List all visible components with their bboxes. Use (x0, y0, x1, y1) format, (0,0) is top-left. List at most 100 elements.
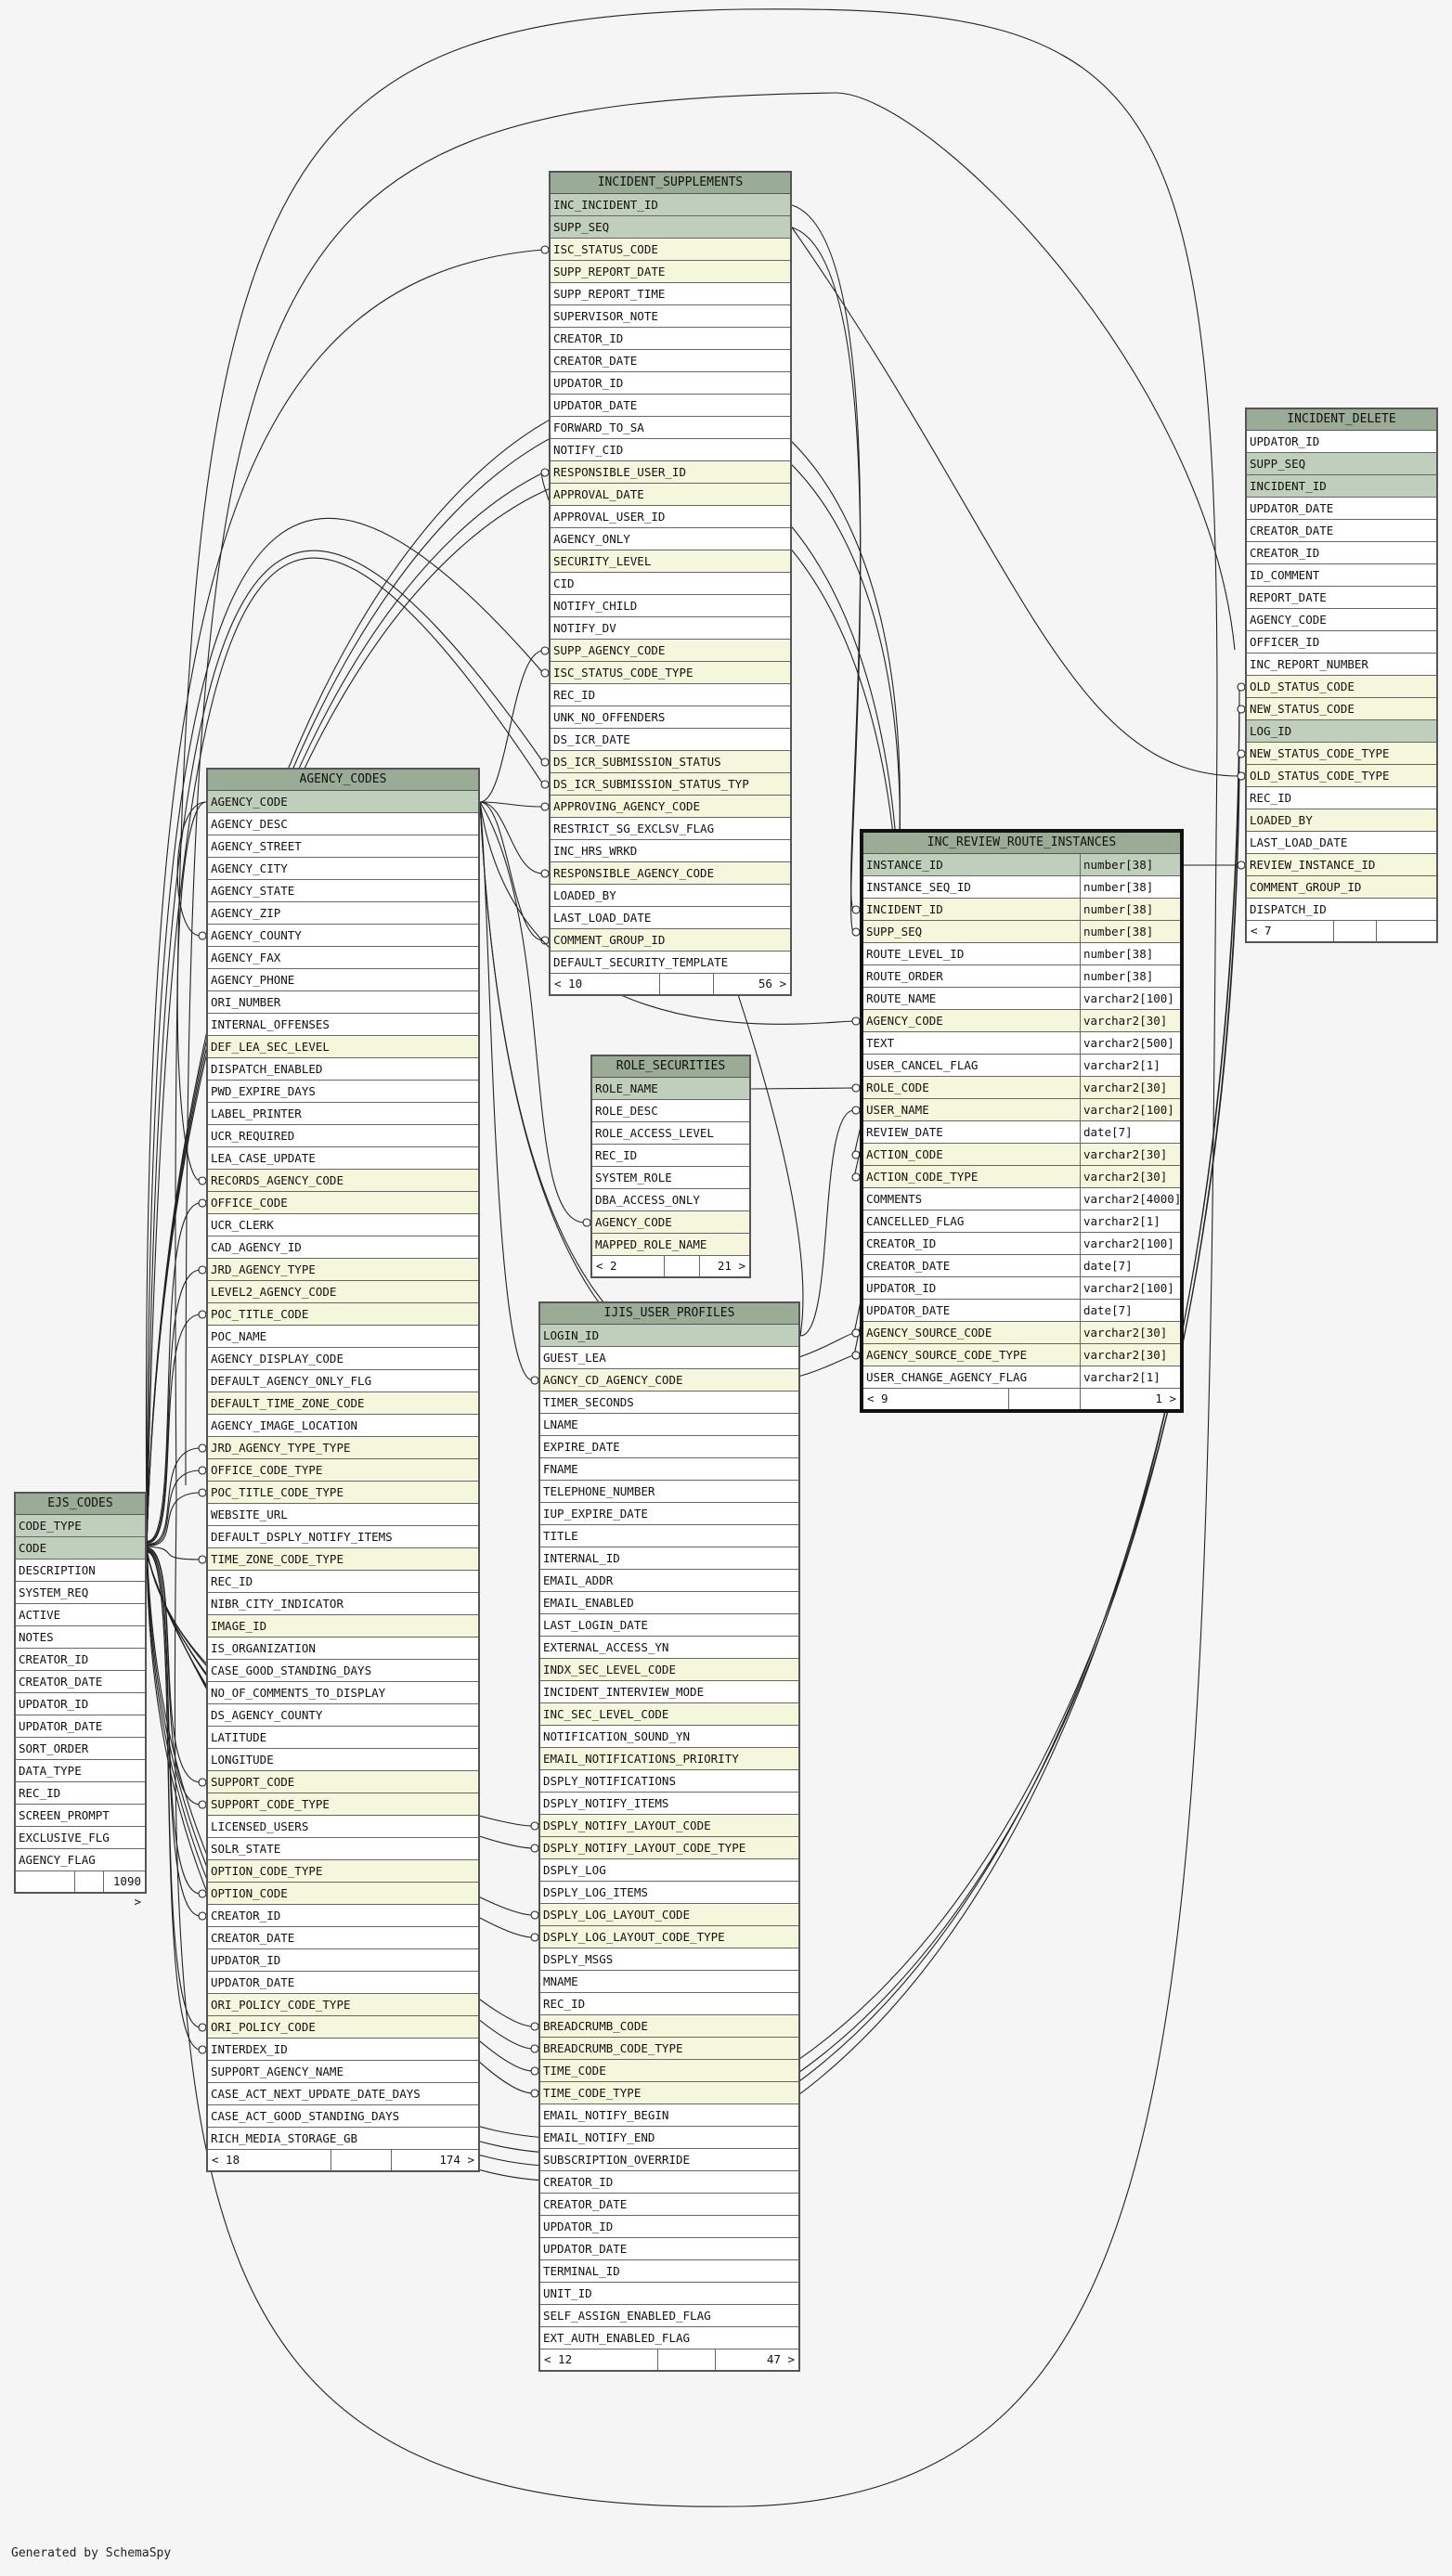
column-row[interactable]: OPTION_CODE_TYPE (208, 1860, 478, 1883)
column-row[interactable]: AGENCY_CODE (592, 1211, 749, 1234)
column-row[interactable]: INCIDENT_INTERVIEW_MODE (540, 1681, 798, 1703)
column-row[interactable]: MNAME (540, 1971, 798, 1993)
column-row[interactable]: RESTRICT_SG_EXCLSV_FLAG (551, 818, 790, 840)
column-row[interactable]: ORI_POLICY_CODE (208, 2016, 478, 2039)
column-row[interactable]: UPDATOR_ID (16, 1693, 145, 1715)
column-row[interactable]: SUPERVISOR_NOTE (551, 305, 790, 328)
column-row[interactable]: OFFICE_CODE (208, 1192, 478, 1214)
column-row[interactable]: AGNCY_CD_AGENCY_CODE (540, 1369, 798, 1392)
column-row[interactable]: CREATOR_ID (1247, 542, 1436, 564)
table-title[interactable]: IJIS_USER_PROFILES (540, 1303, 798, 1325)
column-row[interactable]: REC_ID (16, 1782, 145, 1805)
column-row[interactable]: LABEL_PRINTER (208, 1103, 478, 1125)
column-row[interactable]: CREATOR_DATE (1247, 520, 1436, 542)
column-row[interactable]: TIME_ZONE_CODE_TYPE (208, 1548, 478, 1571)
column-row[interactable]: LICENSED_USERS (208, 1816, 478, 1838)
column-row[interactable]: LNAME (540, 1414, 798, 1436)
child-count[interactable]: 21 > (717, 1259, 745, 1273)
column-row[interactable]: REPORT_DATE (1247, 587, 1436, 609)
child-count[interactable] (1377, 921, 1436, 941)
column-row[interactable]: UPDATOR_ID (1247, 431, 1436, 453)
column-row[interactable]: ISC_STATUS_CODE (551, 239, 790, 261)
column-row[interactable]: AGENCY_ONLY (551, 528, 790, 550)
parent-count[interactable]: < 12 (540, 2349, 658, 2370)
parent-count[interactable] (16, 1871, 75, 1892)
column-row[interactable]: EXPIRE_DATE (540, 1436, 798, 1458)
column-row[interactable]: SUPPORT_CODE (208, 1771, 478, 1793)
column-row[interactable]: APPROVAL_USER_ID (551, 506, 790, 528)
column-row[interactable]: SCREEN_PROMPT (16, 1805, 145, 1827)
column-row[interactable]: EMAIL_ENABLED (540, 1592, 798, 1614)
column-row[interactable]: ISC_STATUS_CODE_TYPE (551, 662, 790, 684)
child-count[interactable]: 56 > (758, 977, 786, 990)
column-row[interactable]: DSPLY_NOTIFY_ITEMS (540, 1793, 798, 1815)
column-row[interactable]: FNAME (540, 1458, 798, 1481)
parent-count[interactable]: < 2 (592, 1256, 665, 1276)
column-row[interactable]: BREADCRUMB_CODE (540, 2015, 798, 2038)
column-row[interactable]: AGENCY_CODE (208, 791, 478, 813)
child-count[interactable]: 174 > (439, 2153, 474, 2167)
column-row[interactable]: DS_ICR_DATE (551, 729, 790, 751)
column-row[interactable]: LEVEL2_AGENCY_CODE (208, 1281, 478, 1303)
column-row[interactable]: LONGITUDE (208, 1749, 478, 1771)
column-row[interactable]: ACTIVE (16, 1604, 145, 1626)
column-row[interactable]: REVIEW_INSTANCE_ID (1247, 854, 1436, 876)
column-row[interactable]: SOLR_STATE (208, 1838, 478, 1860)
column-row[interactable]: TIME_CODE (540, 2060, 798, 2082)
column-row[interactable]: SUPP_REPORT_TIME (551, 283, 790, 305)
column-row[interactable]: OFFICE_CODE_TYPE (208, 1459, 478, 1482)
column-row[interactable]: EXTERNAL_ACCESS_YN (540, 1637, 798, 1659)
column-row[interactable]: DISPATCH_ENABLED (208, 1058, 478, 1081)
column-row[interactable]: POC_NAME (208, 1326, 478, 1348)
column-row[interactable]: BREADCRUMB_CODE_TYPE (540, 2038, 798, 2060)
column-row[interactable]: SUPP_REPORT_DATE (551, 261, 790, 283)
column-row[interactable]: LAST_LOAD_DATE (1247, 832, 1436, 854)
column-row[interactable]: NIBR_CITY_INDICATOR (208, 1593, 478, 1615)
column-row[interactable]: INTERDEX_ID (208, 2039, 478, 2061)
column-row[interactable]: OFFICER_ID (1247, 631, 1436, 654)
column-row[interactable]: REC_ID (208, 1571, 478, 1593)
column-row[interactable]: EMAIL_ADDR (540, 1570, 798, 1592)
column-row[interactable]: AGENCY_CITY (208, 858, 478, 880)
column-row[interactable]: UPDATOR_ID (551, 372, 790, 395)
column-row[interactable]: REC_ID (540, 1993, 798, 2015)
column-row[interactable]: AGENCY_COUNTY (208, 925, 478, 947)
column-row[interactable]: DSPLY_NOTIFICATIONS (540, 1770, 798, 1793)
column-row[interactable]: CODE_TYPE (16, 1515, 145, 1537)
column-row[interactable]: UPDATOR_ID (208, 1949, 478, 1972)
column-row[interactable]: CASE_ACT_NEXT_UPDATE_DATE_DAYS (208, 2083, 478, 2105)
column-row[interactable]: RESPONSIBLE_AGENCY_CODE (551, 862, 790, 885)
parent-count[interactable]: < 9 (863, 1389, 1009, 1409)
column-row[interactable]: DS_ICR_SUBMISSION_STATUS (551, 751, 790, 773)
column-row[interactable]: JRD_AGENCY_TYPE_TYPE (208, 1437, 478, 1459)
column-row[interactable]: CASE_ACT_GOOD_STANDING_DAYS (208, 2105, 478, 2128)
column-row[interactable]: INDX_SEC_LEVEL_CODE (540, 1659, 798, 1681)
column-row[interactable]: AGENCY_ZIP (208, 902, 478, 925)
column-row[interactable]: AGENCY_CODE (1247, 609, 1436, 631)
column-row[interactable]: SORT_ORDER (16, 1738, 145, 1760)
column-row[interactable]: DSPLY_NOTIFY_LAYOUT_CODE_TYPE (540, 1837, 798, 1859)
column-row[interactable]: OPTION_CODE (208, 1883, 478, 1905)
column-row[interactable]: DEFAULT_AGENCY_ONLY_FLG (208, 1370, 478, 1392)
column-row[interactable]: AGENCY_DISPLAY_CODE (208, 1348, 478, 1370)
column-row[interactable]: ROLE_DESC (592, 1100, 749, 1122)
column-row[interactable]: APPROVAL_DATE (551, 484, 790, 506)
column-row[interactable]: TERMINAL_ID (540, 2260, 798, 2283)
column-row[interactable]: NOTES (16, 1626, 145, 1649)
column-row[interactable]: WEBSITE_URL (208, 1504, 478, 1526)
column-row[interactable]: DEFAULT_TIME_ZONE_CODE (208, 1392, 478, 1415)
column-row[interactable]: UCR_REQUIRED (208, 1125, 478, 1147)
column-row[interactable]: COMMENT_GROUP_ID (1247, 876, 1436, 899)
